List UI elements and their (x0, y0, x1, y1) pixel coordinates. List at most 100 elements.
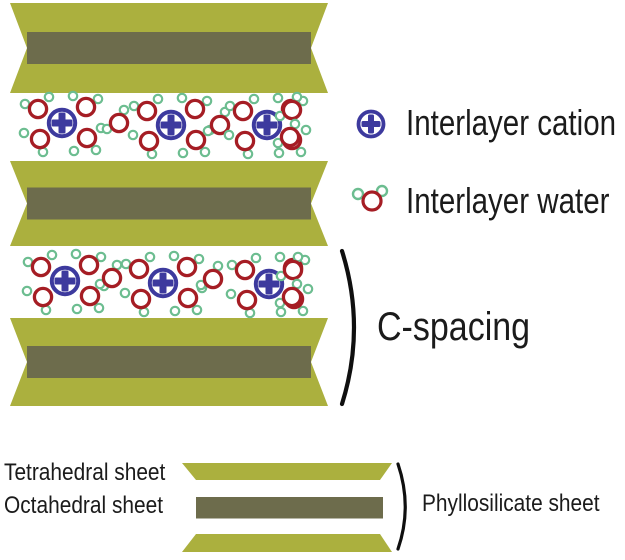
hydrogen-icon (43, 91, 55, 103)
water-oxygen-icon (279, 126, 301, 148)
hydrogen-icon (144, 251, 156, 263)
water-oxygen-icon (30, 256, 52, 278)
legend-water-label: Interlayer water (406, 180, 610, 221)
water-oxygen-icon (232, 100, 254, 122)
cation-water-cluster (223, 92, 312, 160)
legend-cation-label: Interlayer cation (406, 102, 617, 143)
water-oxygen-icon (76, 127, 98, 149)
hydrogen-icon (295, 146, 307, 158)
water-oxygen-icon (234, 259, 256, 281)
water-oxygen-icon (108, 112, 130, 134)
hydrogen-icon (274, 251, 286, 263)
phyllosilicate-sheet (10, 3, 328, 93)
hydrogen-icon (22, 256, 34, 268)
interlayer-cation-icon (356, 109, 386, 139)
plus-glyph (58, 112, 66, 134)
water-molecule (195, 260, 224, 291)
hydrogen-icon (375, 184, 389, 198)
hydrogen-icon (300, 124, 312, 136)
water-molecule (101, 104, 130, 135)
plus-glyph (61, 270, 69, 292)
hydrogen-icon (169, 305, 181, 317)
c-spacing-brace (339, 248, 357, 407)
hydrogen-icon (193, 253, 205, 265)
hydrogen-icon (199, 146, 211, 158)
water-oxygen-icon (177, 287, 199, 309)
hydrogen-icon (226, 259, 238, 271)
water-oxygen-icon (29, 128, 51, 150)
hydrogen-icon (191, 304, 203, 316)
hydrogen-icon (292, 251, 304, 263)
hydrogen-icon (68, 145, 80, 157)
hydrogen-icon (250, 252, 262, 264)
hydrogen-icon (291, 91, 303, 103)
water-oxygen-icon (209, 114, 231, 136)
water-oxygen-icon (361, 190, 383, 212)
cation-water-cluster (18, 90, 107, 158)
interlayer-water-icon (351, 184, 389, 212)
water-oxygen-icon (184, 98, 206, 120)
phyllosilicate-sheet (10, 318, 328, 406)
water-molecule (202, 106, 231, 137)
hydrogen-icon (111, 259, 123, 271)
water-oxygen-icon (281, 286, 303, 308)
hydrogen-icon (223, 129, 235, 141)
interlayer-row (21, 248, 314, 319)
water-oxygen-icon (236, 289, 258, 311)
hydrogen-icon (168, 250, 180, 262)
interlayer-row (18, 90, 312, 160)
hydrogen-icon (351, 187, 365, 201)
water-oxygen-icon (136, 100, 158, 122)
hydrogen-icon (128, 100, 140, 112)
phyllosilicate-sheet-label: Phyllosilicate sheet (422, 490, 600, 517)
water-oxygen-icon (138, 130, 160, 152)
water-oxygen-icon (185, 129, 207, 151)
cation-water-cluster (119, 250, 208, 318)
water-oxygen-icon (79, 285, 101, 307)
plus-glyph (167, 114, 175, 136)
hydrogen-icon (152, 93, 164, 105)
water-oxygen-icon (234, 130, 256, 152)
hydrogen-icon (177, 147, 189, 159)
water-molecule (272, 118, 301, 149)
cation-water-cluster (21, 248, 110, 316)
tetrahedral-sheet-label: Tetrahedral sheet (4, 459, 166, 486)
hydrogen-icon (120, 258, 132, 270)
hydrogen-icon (289, 118, 301, 130)
plus-glyph (368, 114, 374, 134)
hydrogen-icon (118, 104, 130, 116)
hydrogen-icon (67, 90, 79, 102)
hydrogen-icon (93, 302, 105, 314)
plus-glyph (159, 272, 167, 294)
hydrogen-icon (201, 95, 213, 107)
water-molecule (274, 91, 303, 122)
hydrogen-icon (119, 287, 131, 299)
water-oxygen-icon (75, 96, 97, 118)
hydrogen-icon (302, 283, 314, 295)
water-oxygen-icon (27, 98, 49, 120)
tetrahedral-sheet-shape (182, 534, 392, 552)
water-oxygen-icon (202, 268, 224, 290)
water-molecule (275, 251, 304, 282)
water-oxygen-icon (101, 267, 123, 289)
hydrogen-icon (127, 129, 139, 141)
water-oxygen-icon (78, 254, 100, 276)
hydrogen-icon (176, 92, 188, 104)
octahedral-layer-shape (27, 187, 311, 220)
water-oxygen-icon (176, 256, 198, 278)
water-molecule (94, 259, 123, 290)
plus-glyph (263, 114, 271, 136)
hydrogen-icon (212, 260, 224, 272)
hydrogen-icon (90, 144, 102, 156)
hydrogen-icon (248, 93, 260, 105)
hydrogen-icon (19, 98, 31, 110)
octahedral-layer-shape (27, 346, 311, 378)
plus-glyph (265, 273, 273, 295)
phyllosilicate-sheet (10, 161, 328, 246)
exploded-sheet-diagram (182, 463, 392, 552)
octahedral-sheet-shape (196, 497, 383, 519)
braces (339, 248, 407, 551)
water-oxygen-icon (128, 258, 150, 280)
hydrogen-icon (272, 92, 284, 104)
